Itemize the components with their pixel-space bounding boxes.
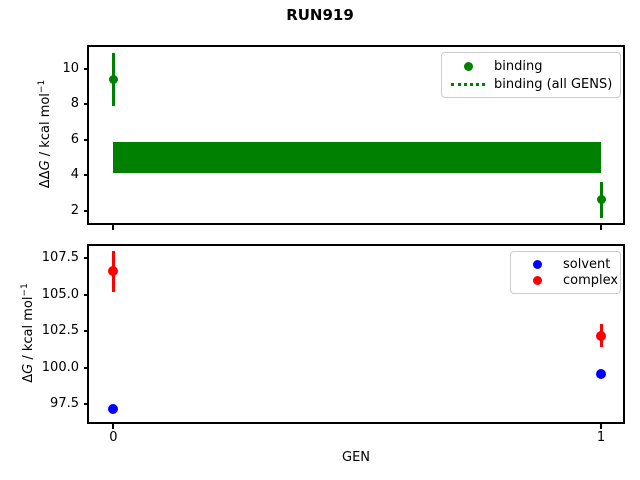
unit-text: / kcal mol — [21, 296, 37, 364]
y-tick-label: 4 — [70, 167, 79, 183]
legend-handle — [449, 82, 487, 86]
bottom-legend: solvent complex — [510, 251, 621, 294]
legend-label-binding: binding — [494, 58, 543, 74]
legend-entry-binding: binding — [449, 57, 612, 75]
data-point-complex — [108, 266, 119, 277]
legend-entry-binding-all-gens: binding (all GENS) — [449, 75, 612, 93]
y-tick-label: 100.0 — [41, 359, 79, 375]
x-axis-label: GEN — [341, 450, 371, 465]
solvent-marker-icon — [532, 259, 542, 269]
y-tick-mark — [84, 257, 89, 260]
complex-marker-icon — [532, 276, 542, 286]
x-tick-mark — [600, 225, 603, 230]
y-tick-mark — [84, 103, 89, 106]
y-tick-label: 2 — [70, 202, 79, 218]
data-point-complex — [596, 330, 607, 341]
y-tick-label: 107.5 — [41, 250, 79, 266]
legend-entry-complex: complex — [518, 273, 618, 290]
x-tick-label: 0 — [109, 430, 118, 445]
y-tick-label: 97.5 — [50, 396, 79, 412]
unit-exponent: −1 — [36, 79, 47, 94]
y-tick-label: 105.0 — [41, 286, 79, 302]
bottom-y-axis-label: ΔG / kcal mol−1 — [20, 283, 36, 383]
legend-label-complex: complex — [563, 273, 619, 289]
x-tick-label: 1 — [596, 430, 606, 445]
dotted-line-icon — [451, 82, 485, 86]
data-point-binding — [108, 75, 118, 85]
x-tick-mark — [112, 225, 115, 230]
y-tick-mark — [84, 174, 89, 177]
y-tick-mark — [84, 138, 89, 141]
legend-handle — [518, 259, 556, 269]
delta-symbol: Δ — [21, 373, 37, 383]
figure-title: RUN919 — [286, 6, 354, 24]
legend-label-binding-all-gens: binding (all GENS) — [494, 76, 613, 92]
y-tick-mark — [84, 209, 89, 212]
y-tick-mark — [84, 293, 89, 296]
bottom-subplot-axes — [87, 244, 625, 424]
legend-handle — [449, 61, 487, 71]
legend-label-solvent: solvent — [563, 256, 611, 272]
legend-entry-solvent: solvent — [518, 256, 612, 273]
y-tick-mark — [84, 366, 89, 369]
y-tick-mark — [84, 330, 89, 333]
y-tick-label: 8 — [70, 96, 79, 112]
band-binding-all-gens — [113, 141, 602, 174]
unit-exponent: −1 — [19, 283, 30, 297]
x-tick-mark — [112, 424, 115, 429]
top-legend: binding binding (all GENS) — [441, 52, 621, 98]
y-tick-label: 10 — [62, 61, 79, 76]
y-tick-mark — [84, 403, 89, 406]
y-tick-label: 102.5 — [41, 323, 79, 339]
data-point-solvent — [596, 369, 607, 380]
y-tick-label: 6 — [70, 131, 79, 147]
x-tick-mark — [600, 424, 603, 429]
top-subplot-axes — [87, 45, 625, 225]
binding-marker-icon — [463, 61, 473, 71]
g-variable: G — [21, 363, 37, 374]
y-tick-mark — [84, 68, 89, 70]
legend-handle — [518, 276, 556, 286]
data-point-binding — [596, 195, 606, 205]
data-point-solvent — [108, 403, 119, 414]
